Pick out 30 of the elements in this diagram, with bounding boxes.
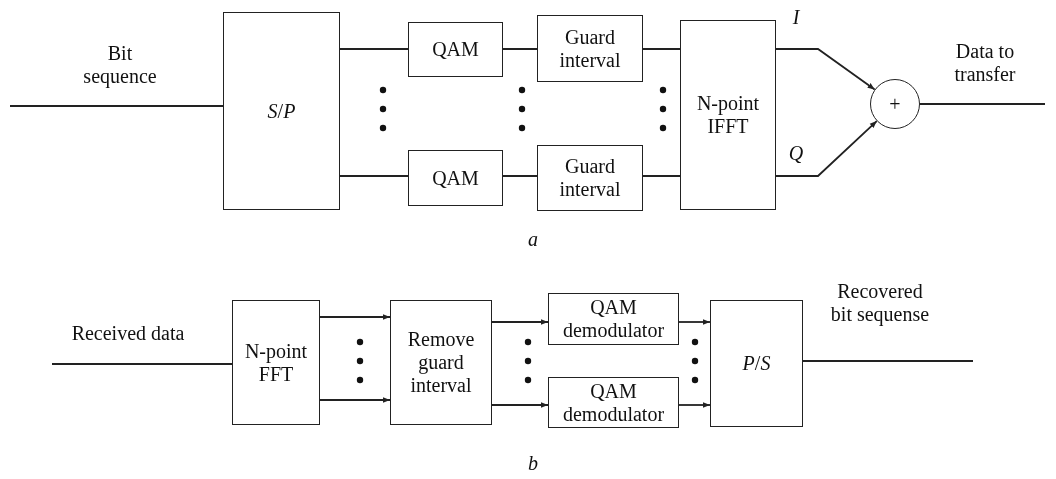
connector-line <box>339 175 409 177</box>
connector-line <box>51 363 233 365</box>
process-box: QAM demodulator <box>548 293 679 345</box>
process-box: Remove guard interval <box>390 300 492 425</box>
process-box: Guard interval <box>537 145 643 211</box>
arrow <box>319 314 391 320</box>
arrow <box>319 397 391 403</box>
process-box: QAM <box>408 22 503 77</box>
arrow <box>678 402 711 408</box>
connector-line <box>339 48 409 50</box>
process-box: QAM demodulator <box>548 377 679 428</box>
connector-line <box>802 360 974 362</box>
arrow <box>775 48 876 91</box>
connector-line <box>9 105 224 107</box>
summing-circle: + <box>870 79 920 129</box>
arrow <box>775 120 878 177</box>
process-box: S/P <box>223 12 340 210</box>
connector-line <box>642 48 681 50</box>
arrow <box>678 319 711 325</box>
arrow <box>491 319 549 325</box>
process-box: QAM <box>408 150 503 206</box>
process-box: N-point FFT <box>232 300 320 425</box>
process-box: Guard interval <box>537 15 643 82</box>
connector-line <box>502 175 538 177</box>
connector-line <box>642 175 681 177</box>
connector-line <box>919 103 1046 105</box>
process-box: P/S <box>710 300 803 427</box>
connector-line <box>502 48 538 50</box>
process-box: N-point IFFT <box>680 20 776 210</box>
arrow <box>491 402 549 408</box>
